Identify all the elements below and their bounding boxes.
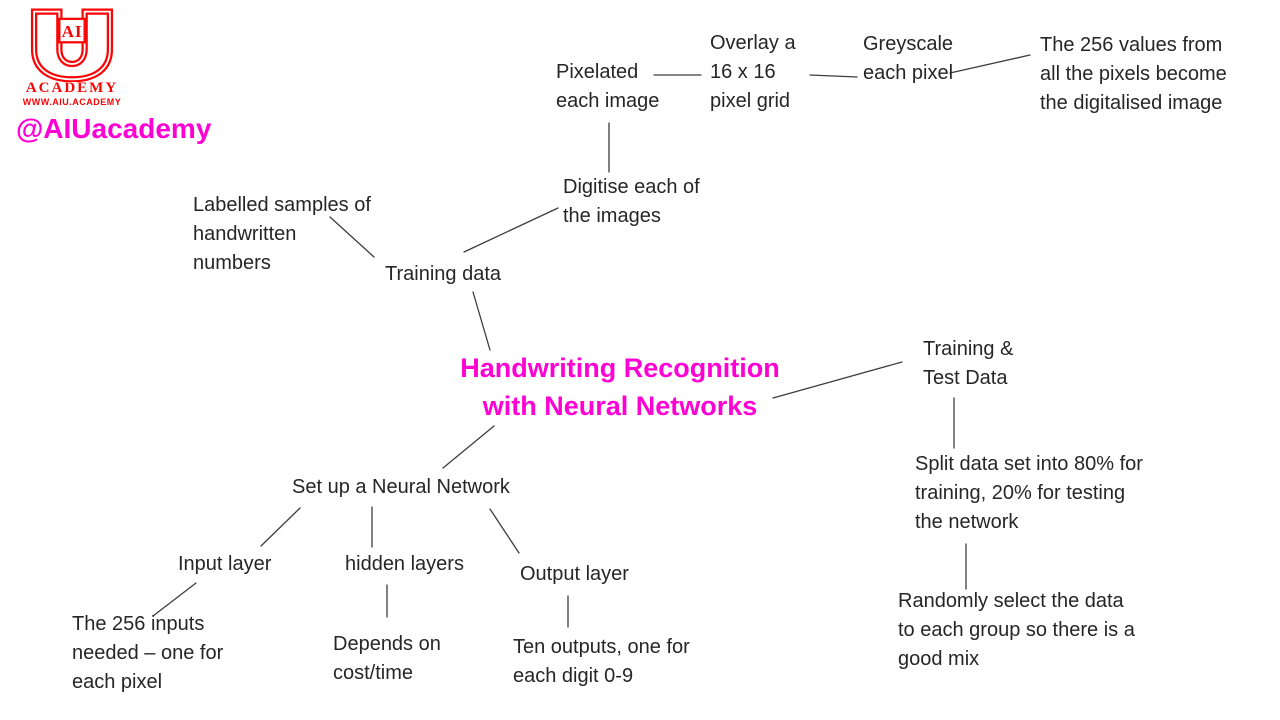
node-hidden-layers: hidden layers	[345, 553, 464, 575]
social-handle: @AIUacademy	[16, 113, 212, 144]
node-output-layer: Output layer	[520, 563, 629, 585]
node-training-data: Training data	[385, 263, 501, 285]
node-256-values: The 256 values from all the pixels becom…	[1040, 34, 1227, 114]
node-ten-outputs: Ten outputs, one for each digit 0-9	[513, 636, 690, 687]
node-split-data: Split data set into 80% for training, 20…	[915, 453, 1143, 533]
connector-overlay-greyscale	[809, 74, 858, 78]
node-256-inputs: The 256 inputs needed – one for each pix…	[72, 613, 224, 693]
logo-website-text: WWW.AIU.ACADEMY	[22, 97, 122, 107]
connector-labelled-training	[329, 216, 375, 258]
map-title: Handwriting Recognition with Neural Netw…	[460, 353, 780, 421]
node-setup-network: Set up a Neural Network	[292, 476, 510, 498]
connector-input-inputs256	[152, 582, 197, 617]
logo-u-inner-stripe	[33, 10, 111, 81]
connector-digitise-training	[463, 207, 559, 253]
logo-monogram-box	[58, 17, 86, 44]
node-depends-cost: Depends on cost/time	[333, 633, 441, 684]
connector-title-setup	[442, 425, 495, 469]
node-digitise-images: Digitise each of the images	[563, 176, 700, 227]
node-random-select: Randomly select the data to each group s…	[898, 590, 1135, 670]
logo-academy-text: ACADEMY	[25, 80, 119, 96]
node-labelled-samples: Labelled samples of handwritten numbers	[193, 194, 371, 274]
node-training-test-data: Training & Test Data	[923, 338, 1014, 389]
aiu-academy-logo: AI	[30, 8, 114, 82]
logo-monogram-text: AI	[62, 22, 83, 41]
node-overlay-grid: Overlay a 16 x 16 pixel grid	[710, 32, 796, 112]
node-greyscale-pixel: Greyscale each pixel	[863, 33, 954, 84]
node-pixelated-each-image: Pixelated each image	[556, 61, 660, 112]
node-input-layer: Input layer	[178, 553, 272, 575]
connector-title-traintest	[772, 361, 903, 399]
connector-setup-output	[489, 508, 520, 554]
connector-training-title	[472, 291, 491, 351]
connector-setup-input	[260, 507, 301, 547]
connector-greyscale-values256	[949, 54, 1031, 74]
